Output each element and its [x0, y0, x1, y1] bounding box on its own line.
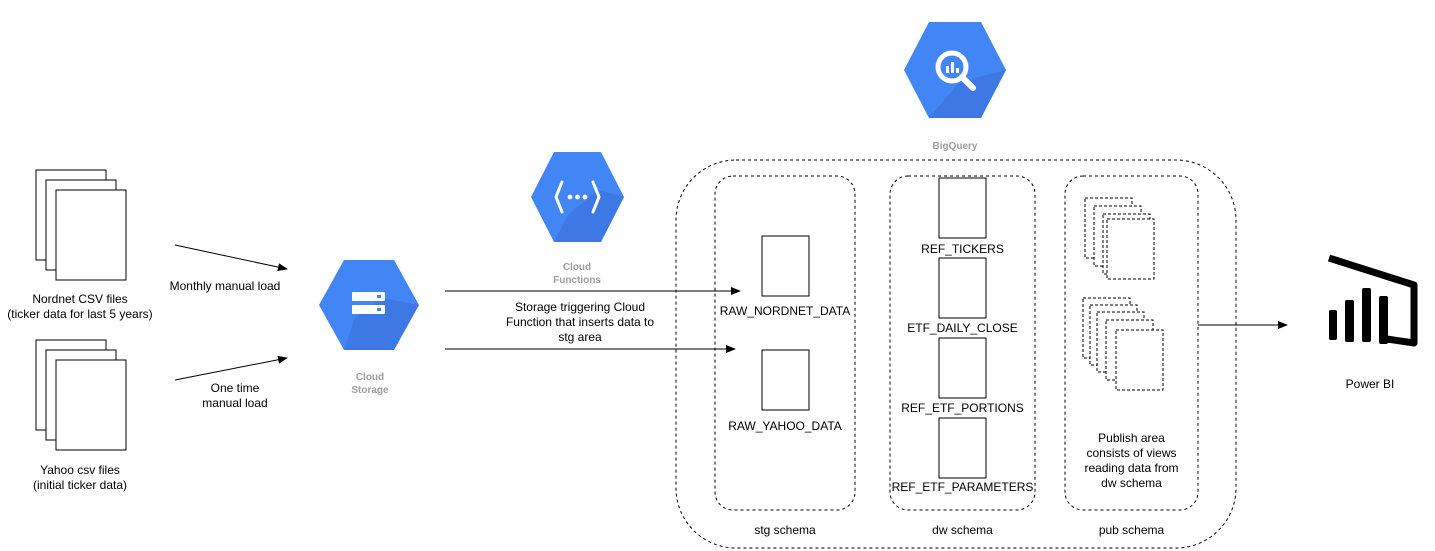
stg-schema-container [714, 175, 856, 511]
etf-daily-close-table-icon [938, 257, 987, 319]
cloud-functions-label: Cloud Functions [553, 262, 601, 286]
table-label-etf-daily-close: ETF_DAILY_CLOSE [907, 321, 1018, 335]
cloud-storage-label: Cloud Storage [351, 372, 389, 396]
pub-schema-container [1064, 175, 1199, 511]
monthly-load-arrow [174, 244, 288, 272]
raw-nordnet-table-icon [761, 235, 810, 297]
dw-schema-container [889, 175, 1036, 511]
ref-tickers-table-icon [938, 177, 987, 239]
cloud-functions-icon [531, 152, 624, 242]
pub-schema-note: Publish area consists of views reading d… [1084, 431, 1179, 490]
dw-schema-label: dw schema [932, 523, 993, 537]
yahoo-csv-files-icon [35, 339, 127, 451]
bigquery-label: BigQuery [932, 141, 978, 152]
one-time-load-label: One time manual load [202, 381, 268, 410]
pub-schema-label: pub schema [1098, 523, 1165, 537]
pub-views-stack-top-icon [1084, 197, 1155, 280]
cloud-storage-icon [319, 260, 419, 350]
power-bi-label: Power BI [1345, 377, 1395, 391]
bigquery-boundary [675, 159, 1237, 549]
nordnet-csv-files-icon [35, 169, 127, 281]
table-label-ref-etf-portions: REF_ETF_PORTIONS [901, 401, 1024, 415]
ref-etf-parameters-table-icon [938, 417, 987, 479]
pub-views-stack-bottom-icon [1082, 297, 1164, 391]
table-label-raw-yahoo: RAW_YAHOO_DATA [728, 419, 842, 433]
power-bi-icon [1327, 254, 1418, 347]
ref-etf-portions-table-icon [938, 337, 987, 399]
yahoo-files-label: Yahoo csv files (initial ticker data) [32, 463, 128, 492]
one-time-load-arrow [174, 355, 288, 381]
monthly-load-label: Monthly manual load [169, 279, 281, 293]
table-label-raw-nordnet: RAW_NORDNET_DATA [719, 304, 851, 318]
table-label-ref-tickers: REF_TICKERS [921, 242, 1004, 256]
trigger-note: Storage triggering Cloud Function that i… [505, 300, 655, 344]
bigquery-icon [904, 22, 1006, 118]
nordnet-files-label: Nordnet CSV files (ticker data for last … [7, 292, 153, 321]
raw-yahoo-table-icon [761, 349, 810, 411]
table-label-ref-etf-parameters: REF_ETF_PARAMETERS [891, 480, 1034, 494]
stg-schema-label: stg schema [754, 523, 816, 537]
